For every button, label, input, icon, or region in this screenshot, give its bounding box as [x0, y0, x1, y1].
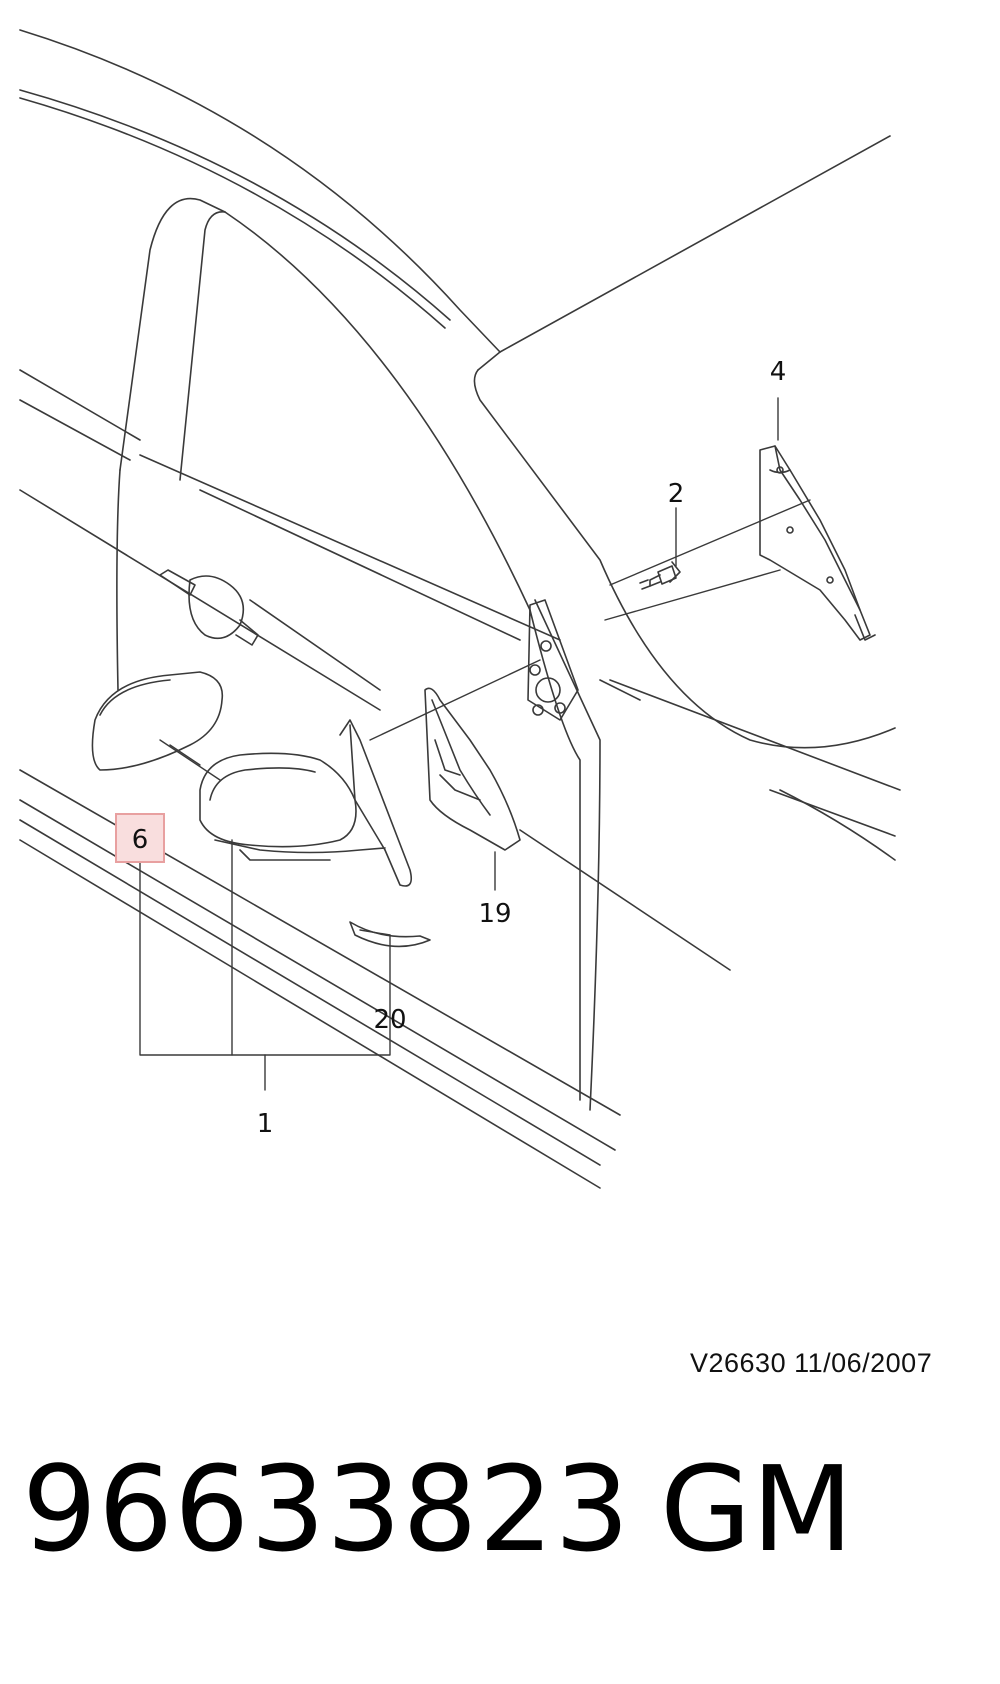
- leader-lines: [139, 397, 811, 1091]
- drawing-reference-code: V26630 11/06/2007: [690, 1348, 933, 1378]
- part-number: 96633823: [22, 1440, 631, 1578]
- callout-20[interactable]: 20: [373, 1005, 406, 1035]
- callout-4[interactable]: 4: [770, 357, 787, 387]
- callout-1[interactable]: 1: [257, 1109, 274, 1139]
- vehicle-body-outline: [19, 29, 901, 1189]
- highlight-box-6[interactable]: [115, 813, 165, 863]
- mirror-glass: [91, 671, 224, 771]
- callout-2[interactable]: 2: [668, 479, 685, 509]
- callout-19[interactable]: 19: [478, 899, 511, 929]
- door-handle: [159, 569, 259, 646]
- callout-6[interactable]: 6: [132, 825, 149, 855]
- mirror-housing: [199, 719, 413, 887]
- screw: [639, 561, 681, 590]
- pillar-bracket: [527, 599, 579, 721]
- inner-trim-bracket: [424, 687, 521, 851]
- brand-name: GM: [660, 1440, 854, 1578]
- sail-panel-cover: [759, 445, 876, 641]
